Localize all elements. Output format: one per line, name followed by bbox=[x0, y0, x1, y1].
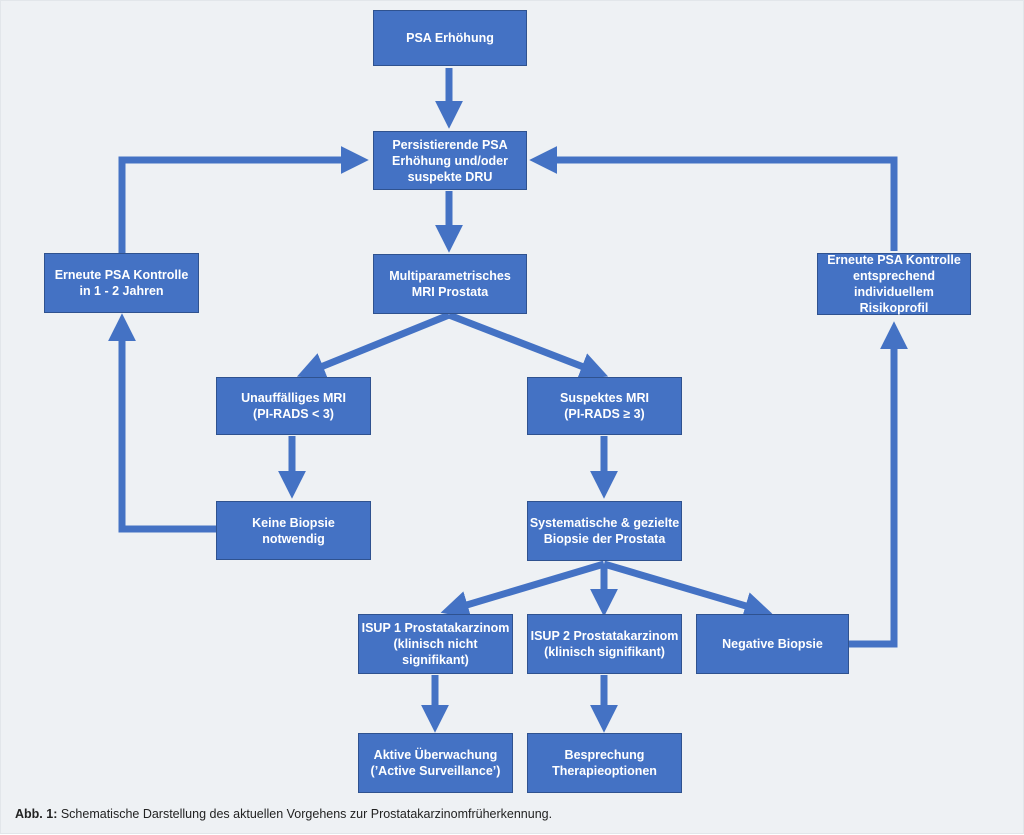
node-psa-increase-label: PSA Erhöhung bbox=[406, 31, 494, 45]
arrow-negative-to-control-right bbox=[849, 321, 908, 648]
node-active-surveillance: Aktive Überwachung (’Active Surveillance… bbox=[358, 733, 513, 793]
node-no-biopsy: Keine Biopsie notwendig bbox=[216, 501, 371, 560]
node-negative-biopsy: Negative Biopsie bbox=[696, 614, 849, 674]
arrow-mri-to-normal bbox=[296, 311, 451, 380]
arrow-nobiopsy-to-control-left bbox=[108, 313, 216, 533]
node-isup1: ISUP 1 Prostatakarzinom (klinisch nicht … bbox=[358, 614, 513, 674]
caption-text: Schematische Darstellung des aktuellen V… bbox=[57, 807, 553, 821]
arrow-control-right-to-persistent bbox=[529, 146, 898, 251]
node-persistent-psa: Persistierende PSA Erhöhung und/oder sus… bbox=[373, 131, 527, 190]
node-isup2: ISUP 2 Prostatakarzinom (klinisch signif… bbox=[527, 614, 682, 674]
node-psa-control-right: Erneute PSA Kontrolle entsprechend indiv… bbox=[817, 253, 971, 315]
node-mri: Multiparametrisches MRI Prostata bbox=[373, 254, 527, 314]
figure-caption: Abb. 1: Schematische Darstellung des akt… bbox=[15, 807, 552, 821]
arrow-mri-to-suspect bbox=[447, 311, 609, 380]
node-psa-control-right-label: Erneute PSA Kontrolle entsprechend indiv… bbox=[827, 253, 961, 315]
node-isup1-label: ISUP 1 Prostatakarzinom (klinisch nicht … bbox=[361, 621, 510, 667]
node-mri-suspect: Suspektes MRI (PI-RADS ≥ 3) bbox=[527, 377, 682, 435]
node-psa-control-left: Erneute PSA Kontrolle in 1 - 2 Jahren bbox=[44, 253, 199, 313]
node-therapy-label: Besprechung Therapieoptionen bbox=[552, 748, 657, 778]
node-psa-control-left-label: Erneute PSA Kontrolle in 1 - 2 Jahren bbox=[54, 268, 189, 298]
node-psa-increase: PSA Erhöhung bbox=[373, 10, 527, 66]
arrow-biopsy-to-isup1 bbox=[440, 560, 606, 619]
node-no-biopsy-label: Keine Biopsie notwendig bbox=[252, 515, 335, 546]
caption-label: Abb. 1: bbox=[15, 807, 58, 821]
node-mri-suspect-label: Suspektes MRI (PI-RADS ≥ 3) bbox=[560, 391, 649, 421]
node-persistent-psa-label: Persistierende PSA Erhöhung und/oder sus… bbox=[392, 137, 508, 184]
node-therapy: Besprechung Therapieoptionen bbox=[527, 733, 682, 793]
node-active-surveillance-label: Aktive Überwachung (’Active Surveillance… bbox=[370, 748, 501, 778]
node-biopsy-label: Systematische & gezielte Biopsie der Pro… bbox=[529, 516, 680, 546]
node-mri-label: Multiparametrisches MRI Prostata bbox=[389, 269, 511, 299]
node-mri-normal: Unauffälliges MRI (PI-RADS < 3) bbox=[216, 377, 371, 435]
arrow-biopsy-to-negative bbox=[603, 560, 773, 620]
node-mri-normal-label: Unauffälliges MRI (PI-RADS < 3) bbox=[241, 391, 346, 421]
node-biopsy: Systematische & gezielte Biopsie der Pro… bbox=[527, 501, 682, 561]
node-negative-biopsy-label: Negative Biopsie bbox=[722, 637, 823, 651]
arrow-control-left-to-persistent bbox=[118, 146, 369, 253]
node-isup2-label: ISUP 2 Prostatakarzinom (klinisch signif… bbox=[530, 629, 679, 659]
